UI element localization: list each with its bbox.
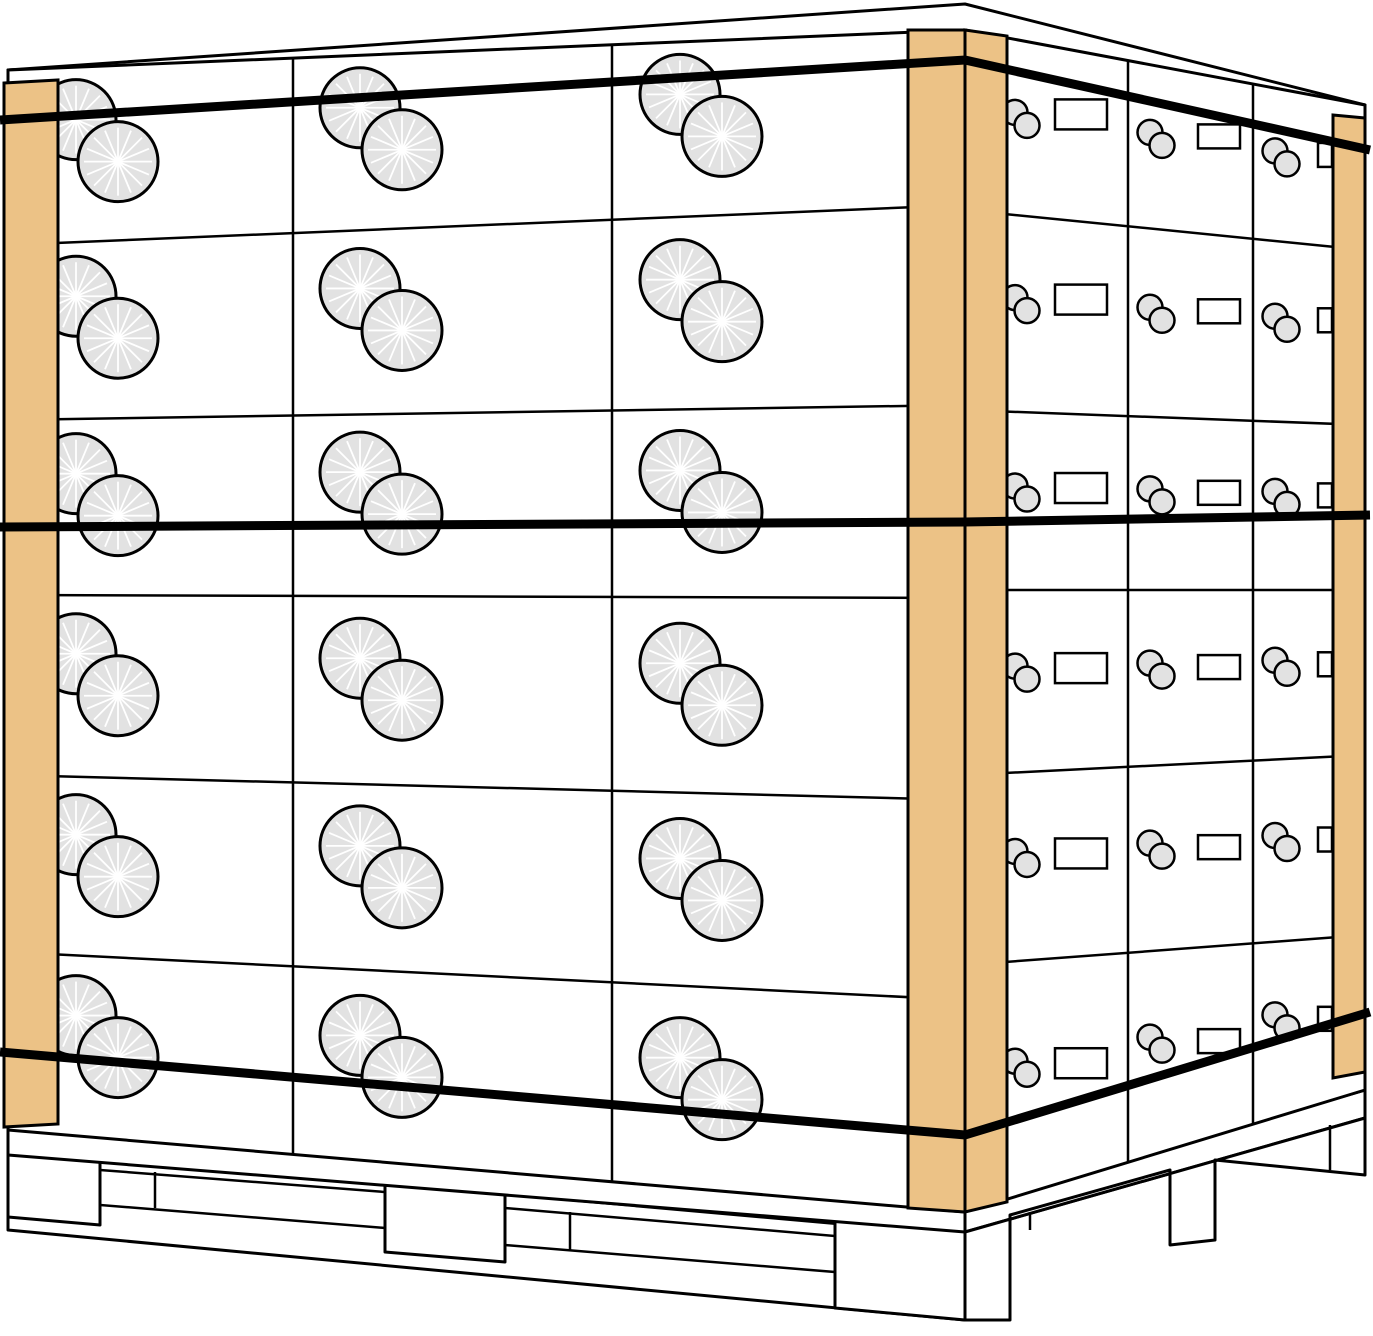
edge-protector-corner-front bbox=[906, 28, 967, 1214]
box-row-divider bbox=[7, 773, 966, 802]
pallet-side-lower bbox=[963, 1116, 1367, 1322]
front-face bbox=[6, 28, 967, 1214]
side-row-divider bbox=[964, 753, 1366, 777]
box-row-divider bbox=[7, 593, 966, 600]
label-rectangle-icon bbox=[1053, 283, 1109, 316]
label-rectangle-icon bbox=[1053, 651, 1109, 685]
label-rectangle-icon bbox=[1196, 123, 1242, 150]
side-row-divider bbox=[964, 408, 1366, 427]
label-rectangle-icon bbox=[1196, 653, 1242, 681]
edge-protector-right bbox=[1331, 113, 1367, 1080]
side-row-divider bbox=[964, 933, 1366, 967]
label-rectangle-icon bbox=[1053, 1046, 1109, 1080]
box-row-divider bbox=[7, 403, 966, 422]
label-rectangle-icon bbox=[1053, 98, 1109, 131]
label-rectangle-icon bbox=[1196, 1027, 1242, 1055]
edge-protector-left bbox=[2, 78, 60, 1129]
pallet-gap-left bbox=[98, 1168, 387, 1230]
strap-bottom bbox=[0, 1007, 1372, 1140]
strap-top bbox=[0, 55, 1371, 155]
side-face bbox=[963, 28, 1367, 1214]
label-rectangle-icon bbox=[1196, 298, 1242, 325]
label-rectangle-icon bbox=[1196, 833, 1242, 861]
strap-middle bbox=[0, 510, 1371, 532]
edge-protectors bbox=[2, 28, 1367, 1214]
label-rectangle-icon bbox=[1196, 479, 1242, 507]
label-rectangle-icon bbox=[1053, 837, 1109, 870]
straps bbox=[0, 55, 1372, 1140]
pallet-gap-right bbox=[503, 1206, 837, 1274]
edge-protector-corner-side bbox=[963, 28, 1009, 1214]
side-row-divider bbox=[964, 208, 1366, 252]
box-row-divider bbox=[7, 950, 966, 1002]
box-row-divider bbox=[7, 203, 966, 247]
label-rectangle-icon bbox=[1053, 471, 1109, 505]
